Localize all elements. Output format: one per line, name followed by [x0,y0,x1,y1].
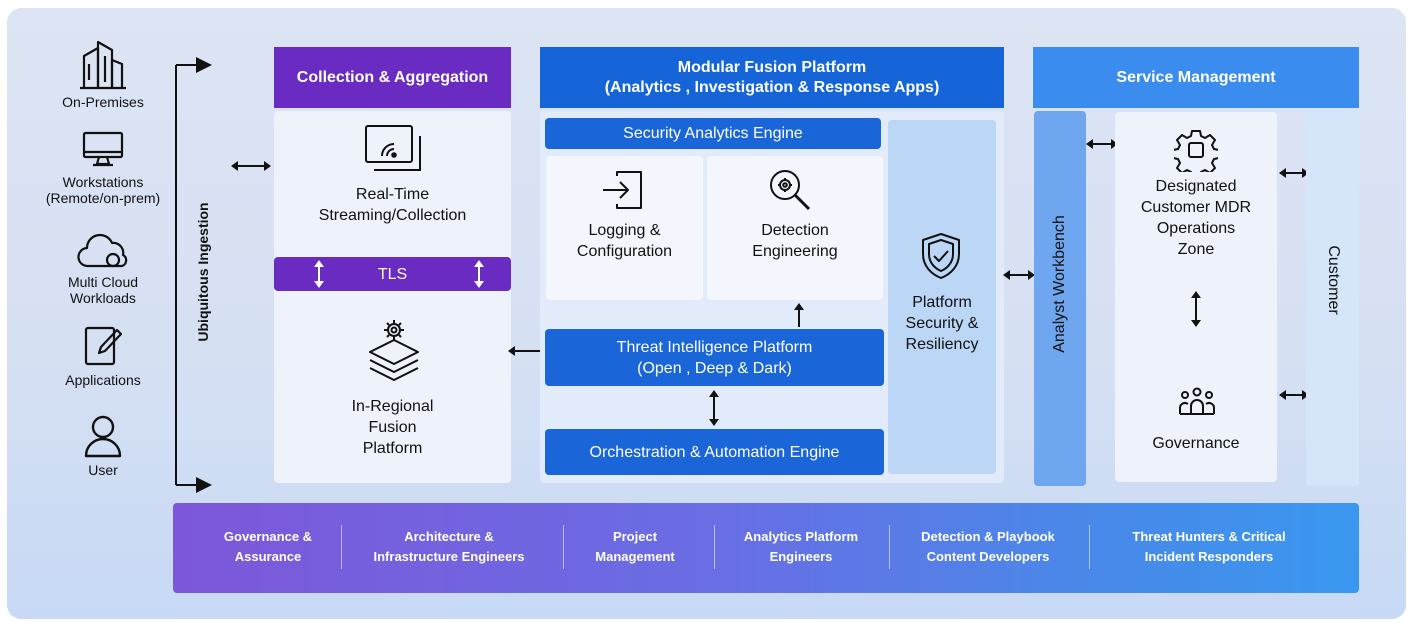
source-applications: Applications [38,324,168,388]
fusion-label: In-Regional Fusion Platform [351,398,434,457]
cloud-icon [77,233,128,268]
customer-column [1306,111,1359,486]
customer-label: Customer [1325,245,1342,315]
divider [563,525,564,569]
role-detection-playbook: Detection & Playbook Content Developers [921,529,1055,564]
vertical-arrow-icon [474,260,484,288]
double-arrow-icon [1086,139,1118,149]
double-arrow-icon [231,161,271,171]
modular-platform-header: Modular Fusion Platform (Analytics , Inv… [540,47,1004,108]
document-edit-icon [84,326,123,366]
streaming-label: Real-Time Streaming/Collection [318,186,467,224]
divider [341,525,342,569]
source-on-premises: On-Premises [38,38,168,110]
vertical-arrow-icon [709,390,719,426]
collection-panel [274,111,511,483]
team-icon [1179,387,1215,415]
roles-bar: Governance & Assurance Architecture & In… [173,503,1359,593]
up-arrow-icon [794,303,804,327]
analyst-workbench-column [1034,111,1086,486]
login-icon [603,171,642,209]
vertical-arrow-icon [314,260,324,288]
vertical-arrow-icon [1191,291,1201,327]
analytics-engine-bar [545,118,881,149]
double-arrow-icon [1003,270,1035,280]
orchestration-bar [545,429,884,475]
role-threat-hunters: Threat Hunters & Critical Incident Respo… [1132,529,1286,564]
service-management-header: Service Management [1033,47,1359,108]
divider [1089,525,1090,569]
threat-intel-label: Threat Intelligence Platform (Open , Dee… [616,339,813,377]
source-user: User [38,414,168,478]
divider [714,525,715,569]
divider [889,525,890,569]
shield-check-icon [922,233,960,279]
ingestion-bracket [175,57,212,493]
source-label: User [88,462,118,478]
source-label: Workstations (Remote/on-prem) [45,174,161,206]
source-label: Multi Cloud Workloads [67,274,139,306]
mdr-zone-label: Designated Customer MDR Operations Zone [1140,178,1252,258]
detection-tile [707,156,883,300]
collection-header: Collection & Aggregation [274,47,511,108]
streaming-icon [365,125,421,171]
source-multi-cloud: Multi Cloud Workloads [38,228,168,306]
role-project-management: Project Management [595,529,675,564]
tls-bar [274,257,511,291]
logging-label: Logging & Configuration [576,222,673,260]
platform-security-column [888,120,996,474]
gear-chip-icon [1174,130,1218,172]
logging-tile [546,156,703,300]
platform-security-label: Platform Security & Resiliency [905,294,979,353]
double-arrow-icon [1279,390,1309,400]
analytics-engine-label: Security Analytics Engine [623,125,803,142]
role-governance-assurance: Governance & Assurance [223,529,313,564]
tls-label: TLS [377,266,408,283]
user-icon [84,415,122,458]
detection-label: Detection Engineering [752,222,838,260]
governance-label: Governance [1152,435,1240,452]
source-label: Applications [65,372,141,388]
layers-gear-icon [369,320,419,381]
monitor-icon [82,131,124,167]
building-icon [80,40,126,90]
orchestration-label: Orchestration & Automation Engine [589,444,840,461]
threat-intel-bar [545,329,884,386]
role-analytics-engineers: Analytics Platform Engineers [743,529,859,564]
search-gear-icon [770,170,811,211]
source-workstations: Workstations (Remote/on-prem) [38,130,168,206]
ingestion-label: Ubiquitous Ingestion [195,202,211,342]
analyst-workbench-label: Analyst Workbench [1051,215,1068,353]
role-architecture-engineers: Architecture & Infrastructure Engineers [373,529,525,564]
source-label: On-Premises [62,94,144,110]
double-arrow-icon [1279,168,1309,178]
